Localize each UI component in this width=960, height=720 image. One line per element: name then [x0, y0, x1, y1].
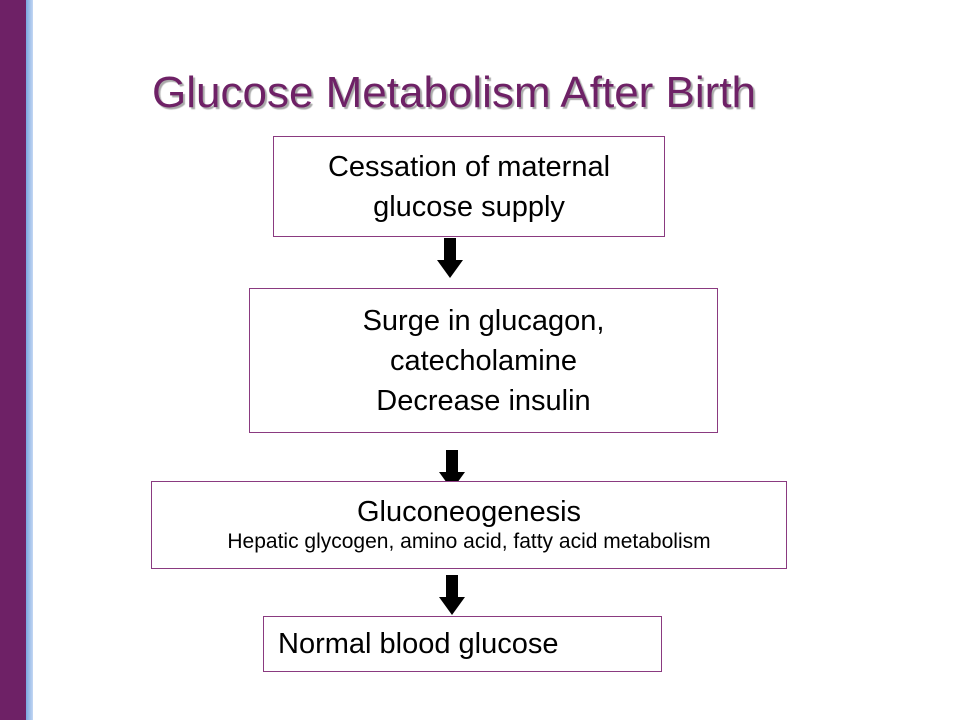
flow-box-text: catecholamine — [390, 344, 577, 377]
side-accent-stripe — [26, 0, 33, 720]
flow-box-hormone-surge: Surge in glucagon, catecholamine Decreas… — [249, 288, 718, 433]
flow-box-heading: Gluconeogenesis — [356, 496, 582, 529]
flow-box-maternal-supply: Cessation of maternal glucose supply — [273, 136, 665, 237]
flow-box-gluconeogenesis: Gluconeogenesis Hepatic glycogen, amino … — [151, 481, 787, 569]
slide-title: Glucose Metabolism After Birth — [152, 68, 757, 117]
flow-box-text: glucose supply — [373, 190, 565, 223]
flow-box-subtext: Hepatic glycogen, amino acid, fatty acid… — [227, 529, 711, 553]
flow-box-text: Cessation of maternal — [327, 150, 611, 183]
side-accent-bar — [0, 0, 26, 720]
flow-box-text: Surge in glucagon, — [362, 304, 605, 337]
down-arrow-icon — [437, 238, 463, 278]
flow-box-text: Normal blood glucose — [278, 627, 559, 660]
flow-box-text: Decrease insulin — [376, 384, 591, 417]
flow-box-normal-glucose: Normal blood glucose — [263, 616, 662, 672]
down-arrow-icon — [439, 575, 465, 615]
